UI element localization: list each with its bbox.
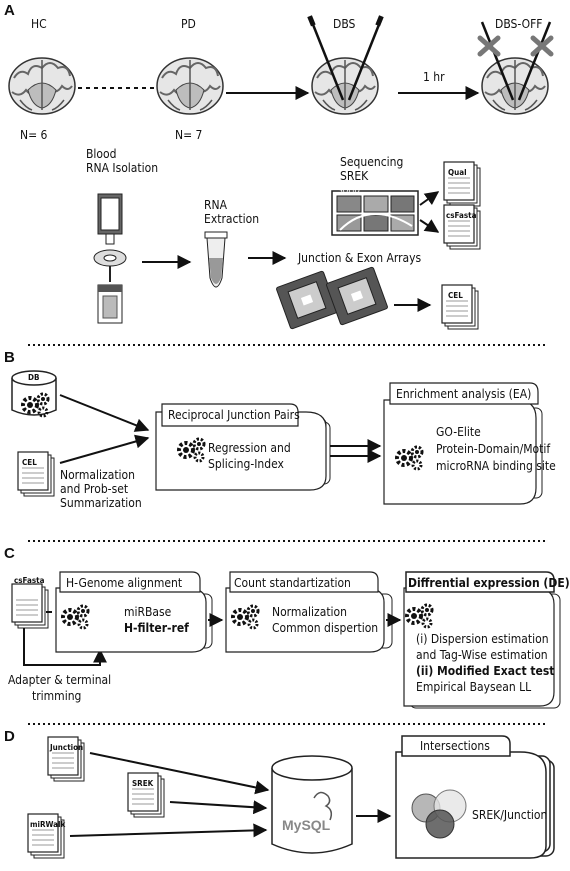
csfasta-file-label-a: csFasta	[446, 211, 477, 220]
mirwalk-file-label: miRWalk	[30, 820, 66, 829]
seq-to-csfasta-arrow	[419, 219, 440, 233]
cs-title: Count standartization	[234, 576, 351, 590]
exon-junction-array-chips-icon	[276, 266, 388, 330]
de-line-2: and Tag-Wise estimation	[416, 648, 548, 662]
rna-isolation-label: RNA Isolation	[86, 161, 159, 175]
rjp-title: Reciprocal Junction Pairs	[168, 408, 300, 422]
cs-line-2: Common dispertion	[272, 621, 379, 635]
junction-to-db-arrow	[89, 752, 270, 795]
panel-label-c: C	[4, 545, 15, 562]
mysql-label: MySQL	[282, 817, 331, 833]
differential-expression-box	[403, 571, 561, 709]
cel-file-label-a: CEL	[448, 291, 463, 300]
solid-sequencing-slide-icon	[331, 190, 419, 236]
dbs-off-electrodes-icon	[477, 21, 554, 101]
srek-file-label: SREK	[132, 779, 154, 788]
trimming-loop-arrow	[23, 628, 107, 666]
dbs-electrodes-icon	[307, 15, 384, 101]
blood-collection-tube-icon	[93, 193, 127, 324]
ea-line-3: microRNA binding site	[436, 459, 556, 473]
csfasta-file-label-c: csFasta	[14, 576, 45, 585]
seq-to-qual-arrow	[419, 191, 440, 206]
db-label: DB	[28, 373, 40, 382]
pd-label: PD	[181, 17, 196, 31]
rjp-line-1: Regression and	[208, 441, 291, 455]
db-to-rjp-arrow	[59, 394, 150, 432]
intersections-title: Intersections	[420, 739, 490, 753]
blood-label: Blood	[86, 147, 117, 161]
arrays-label: Junction & Exon Arrays	[298, 251, 422, 265]
enrichment-analysis-box	[383, 382, 543, 505]
dbs-off-label: DBS-OFF	[495, 17, 543, 31]
qual-file-label: Qual	[448, 168, 467, 177]
panel-label-d: D	[4, 728, 15, 745]
hg-title: H-Genome alignment	[66, 576, 183, 590]
panel-label-a: A	[4, 2, 15, 19]
summarization-label: Summarization	[60, 496, 142, 510]
count-standardization-box	[225, 571, 393, 653]
cel-to-rjp-arrow	[59, 434, 150, 464]
brain-icon-hc	[8, 57, 76, 115]
extraction-label: Extraction	[204, 212, 260, 226]
csfasta-file-icon-c	[11, 583, 49, 629]
adapter-label-1: Adapter & terminal	[8, 673, 112, 687]
sequencing-label: Sequencing	[340, 155, 404, 169]
eppendorf-tube-icon	[204, 231, 228, 288]
hg-line-2: H-filter-ref	[124, 621, 189, 635]
de-line-4: Empirical Baysean LL	[416, 680, 532, 694]
de-line-3: (ii) Modified Exact test	[416, 664, 555, 678]
n-hc-label: N= 6	[20, 128, 48, 142]
hg-line-1: miRBase	[124, 605, 172, 619]
hc-label: HC	[31, 17, 47, 31]
brain-icon-pd	[156, 57, 224, 115]
de-title: Diffrential expression (DE)	[408, 576, 570, 590]
ea-line-2: Protein-Domain/Motif	[436, 442, 551, 456]
prob-set-label: and Prob-set	[60, 482, 129, 496]
n-pd-label: N= 7	[175, 128, 203, 142]
solid-label: SOLiD	[338, 186, 360, 195]
rjp-line-2: Splicing-Index	[208, 457, 284, 471]
normalization-label: Normalization	[60, 468, 135, 482]
mysql-database-icon	[271, 755, 353, 854]
reciprocal-junction-pairs-box	[155, 403, 331, 491]
h-genome-alignment-box	[55, 571, 213, 653]
srek-label-a: SREK	[340, 169, 369, 183]
de-line-1: (i) Dispersion estimation	[416, 632, 549, 646]
ea-title: Enrichment analysis (EA)	[396, 387, 532, 401]
junction-file-label: Junction	[50, 743, 84, 752]
mirwalk-to-db-arrow	[69, 823, 268, 838]
venn-diagram-icon	[411, 789, 467, 839]
cs-line-1: Normalization	[272, 605, 347, 619]
adapter-label-2: trimming	[32, 689, 82, 703]
srek-to-db-arrow	[169, 800, 268, 815]
brain-icon-dbs	[311, 57, 379, 115]
panel-label-b: B	[4, 349, 15, 366]
time-label: 1 hr	[423, 70, 445, 84]
cel-file-label-b: CEL	[22, 458, 37, 467]
rna-label: RNA	[204, 198, 227, 212]
dbs-label: DBS	[333, 17, 356, 31]
ea-line-1: GO-Elite	[436, 425, 481, 439]
srek-junction-label: SREK/Junction	[472, 808, 548, 822]
brain-icon-dbs-off	[481, 57, 549, 115]
